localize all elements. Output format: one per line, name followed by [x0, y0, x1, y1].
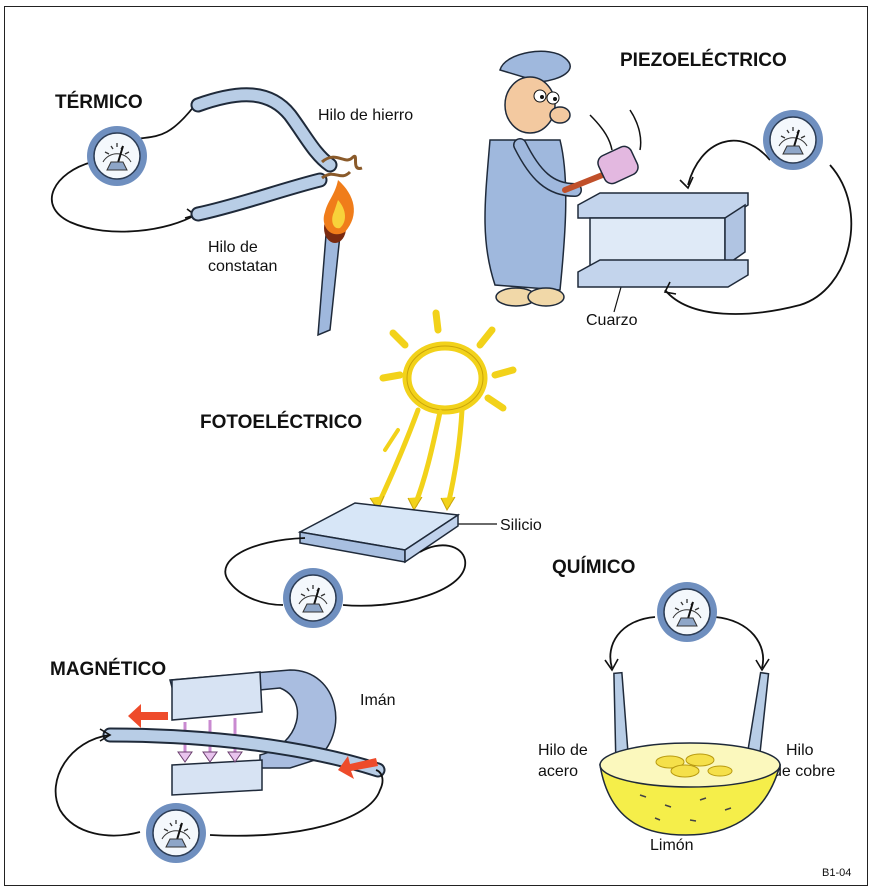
termico-title: TÉRMICO: [55, 91, 143, 113]
label-iman: Imán: [360, 692, 396, 709]
lemon-icon: [600, 743, 780, 835]
galvanometer-icon: [87, 126, 147, 186]
section-piezo: PIEZOELÉCTRICO Cuarzo: [485, 49, 851, 329]
figure-code: B1-04: [822, 867, 851, 879]
silicon-plate-icon: [300, 503, 458, 562]
section-termico: TÉRMICO Hilo de hierro Hilo de constatan: [52, 91, 413, 335]
label-hilo-hierro: Hilo de hierro: [318, 107, 413, 124]
label-limon: Limón: [650, 837, 694, 854]
label-silicio: Silicio: [500, 517, 542, 534]
label-cobre-line2: de cobre: [773, 763, 835, 780]
galvanometer-icon: [763, 110, 823, 170]
galvanometer-icon: [283, 568, 343, 628]
label-cuarzo: Cuarzo: [586, 312, 638, 329]
piezo-title: PIEZOELÉCTRICO: [620, 49, 787, 71]
foto-title: FOTOELÉCTRICO: [200, 411, 362, 433]
motion-line: [630, 110, 641, 150]
label-acero-line1: Hilo de: [538, 742, 588, 759]
section-magnetico: MAGNÉTICO Imán: [50, 658, 396, 863]
motion-line: [590, 115, 612, 150]
sun-icon: [383, 313, 513, 410]
label-constatan-line2: constatan: [208, 258, 277, 275]
circuit-wire: [688, 141, 770, 185]
hilo-constatan-cable-fill: [198, 180, 320, 214]
galvanometer-icon: [657, 582, 717, 642]
match-flame-icon: [318, 180, 354, 335]
quartz-crystal-icon: [578, 193, 748, 287]
worker-figure: [485, 51, 575, 306]
section-foto: FOTOELÉCTRICO Silicio: [200, 313, 542, 628]
motion-arrow-left: [128, 704, 168, 728]
galvanometer-icon: [146, 803, 206, 863]
arrowhead: [680, 177, 693, 188]
label-cobre-line1: Hilo: [786, 742, 814, 759]
label-constatan-line1: Hilo de: [208, 239, 258, 256]
magnetico-title: MAGNÉTICO: [50, 658, 166, 680]
light-rays: [370, 410, 462, 510]
hammer-icon: [565, 144, 641, 190]
circuit-wire: [56, 735, 140, 836]
section-quimico: QUÍMICO Hilo de acero Hilo de cobre Limó…: [538, 556, 835, 854]
quimico-title: QUÍMICO: [552, 556, 635, 578]
hilo-hierro-cable: [198, 95, 330, 165]
label-acero-line2: acero: [538, 763, 578, 780]
